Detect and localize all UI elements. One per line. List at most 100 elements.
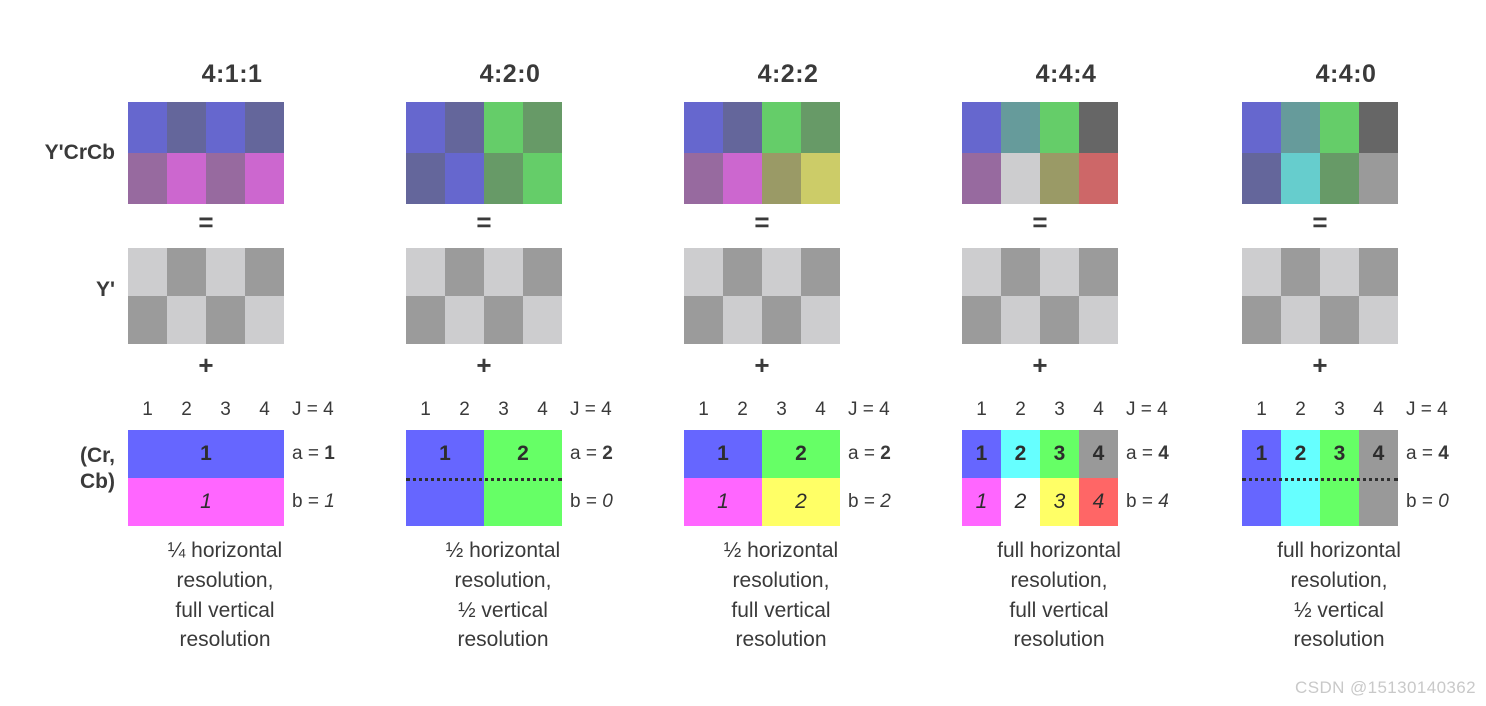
ycrcb-pixel — [801, 153, 840, 204]
luma-pixel — [1281, 296, 1320, 344]
ycrcb-pixel — [1320, 102, 1359, 153]
column-number: 4 — [1093, 399, 1104, 420]
a-value: 2 — [880, 443, 891, 464]
ycrcb-pixel — [962, 102, 1001, 153]
equals-operator: = — [1032, 207, 1048, 237]
luma-pixel-grid — [406, 248, 562, 344]
a-value: 1 — [324, 443, 335, 464]
column-number: 4 — [815, 399, 826, 420]
luma-pixel — [762, 248, 801, 296]
b-value: 0 — [1438, 491, 1449, 512]
ycrcb-pixel — [684, 102, 723, 153]
luma-pixel — [167, 296, 206, 344]
luma-pixel — [1242, 248, 1281, 296]
ycrcb-pixel — [1320, 153, 1359, 204]
luma-pixel — [1040, 248, 1079, 296]
chroma-sample: 2 — [1001, 478, 1040, 526]
cb-row: 1 — [128, 478, 284, 526]
luma-pixel — [128, 248, 167, 296]
a-value: 4 — [1158, 443, 1169, 464]
column-number: 4 — [537, 399, 548, 420]
b-value-label: b = 1 — [292, 491, 335, 513]
a-value-label: a = 2 — [570, 443, 613, 465]
column-number: 3 — [498, 399, 509, 420]
luma-pixel — [684, 248, 723, 296]
caption-line: resolution — [457, 628, 549, 652]
b-label-text: b = — [292, 491, 325, 512]
luma-pixel — [206, 248, 245, 296]
caption-line: resolution, — [732, 568, 830, 592]
j-label: J = 4 — [1406, 399, 1448, 420]
a-label-text: a = — [1406, 443, 1439, 464]
luma-pixel — [962, 296, 1001, 344]
luma-pixel — [523, 296, 562, 344]
ycrcb-pixel — [1281, 102, 1320, 153]
chroma-sample: 3 — [1040, 478, 1079, 526]
caption-line: resolution — [1013, 628, 1105, 652]
ycrcb-pixel — [801, 102, 840, 153]
b-value: 4 — [1158, 491, 1169, 512]
ycrcb-pixel — [1040, 153, 1079, 204]
j-label: J = 4 — [570, 399, 612, 420]
row-label-luma: Y' — [95, 278, 115, 301]
luma-pixel — [723, 248, 762, 296]
column-title: 4:4:4 — [1035, 60, 1097, 88]
column-number: 2 — [1015, 399, 1026, 420]
column-number: 1 — [1256, 399, 1267, 420]
a-label-text: a = — [848, 443, 881, 464]
ycrcb-pixel — [406, 153, 445, 204]
luma-pixel — [206, 296, 245, 344]
row-label-chroma-line2: Cb) — [80, 470, 115, 494]
plus-operator: + — [1032, 350, 1048, 380]
b-label-text: b = — [1406, 491, 1439, 512]
ycrcb-pixel — [1040, 102, 1079, 153]
luma-pixel — [1040, 296, 1079, 344]
cr-row: 1 — [128, 430, 284, 478]
chroma-sample: 4 — [1079, 478, 1118, 526]
ycrcb-pixel-grid — [684, 102, 840, 204]
luma-pixel — [684, 296, 723, 344]
chroma-sample: 2 — [1001, 430, 1040, 478]
ycrcb-pixel — [245, 102, 284, 153]
luma-pixel — [1320, 248, 1359, 296]
chroma-sample: 1 — [128, 430, 284, 478]
j-label: J = 4 — [848, 399, 890, 420]
b-label-text: b = — [570, 491, 603, 512]
j-label: J = 4 — [1126, 399, 1168, 420]
ycrcb-pixel — [962, 153, 1001, 204]
luma-pixel — [1281, 248, 1320, 296]
watermark: CSDN @15130140362 — [1295, 678, 1476, 697]
column-number: 2 — [1295, 399, 1306, 420]
column-number: 1 — [976, 399, 987, 420]
ycrcb-pixel — [206, 102, 245, 153]
luma-pixel — [1320, 296, 1359, 344]
luma-pixel — [406, 248, 445, 296]
equals-operator: = — [1312, 207, 1328, 237]
chroma-sample: 1 — [962, 430, 1001, 478]
luma-pixel-grid — [1242, 248, 1398, 344]
luma-pixel — [762, 296, 801, 344]
ycrcb-pixel — [128, 102, 167, 153]
luma-pixel — [1359, 248, 1398, 296]
ycrcb-pixel — [445, 102, 484, 153]
a-value-label: a = 4 — [1406, 443, 1449, 465]
luma-pixel — [962, 248, 1001, 296]
row-label-chroma-line1: (Cr, — [79, 444, 115, 467]
column-title: 4:1:1 — [201, 60, 263, 88]
column-number: 3 — [776, 399, 787, 420]
luma-pixel — [406, 296, 445, 344]
caption-line: resolution, — [176, 568, 274, 592]
ycrcb-pixel — [206, 153, 245, 204]
chroma-sample: 1 — [684, 430, 762, 478]
